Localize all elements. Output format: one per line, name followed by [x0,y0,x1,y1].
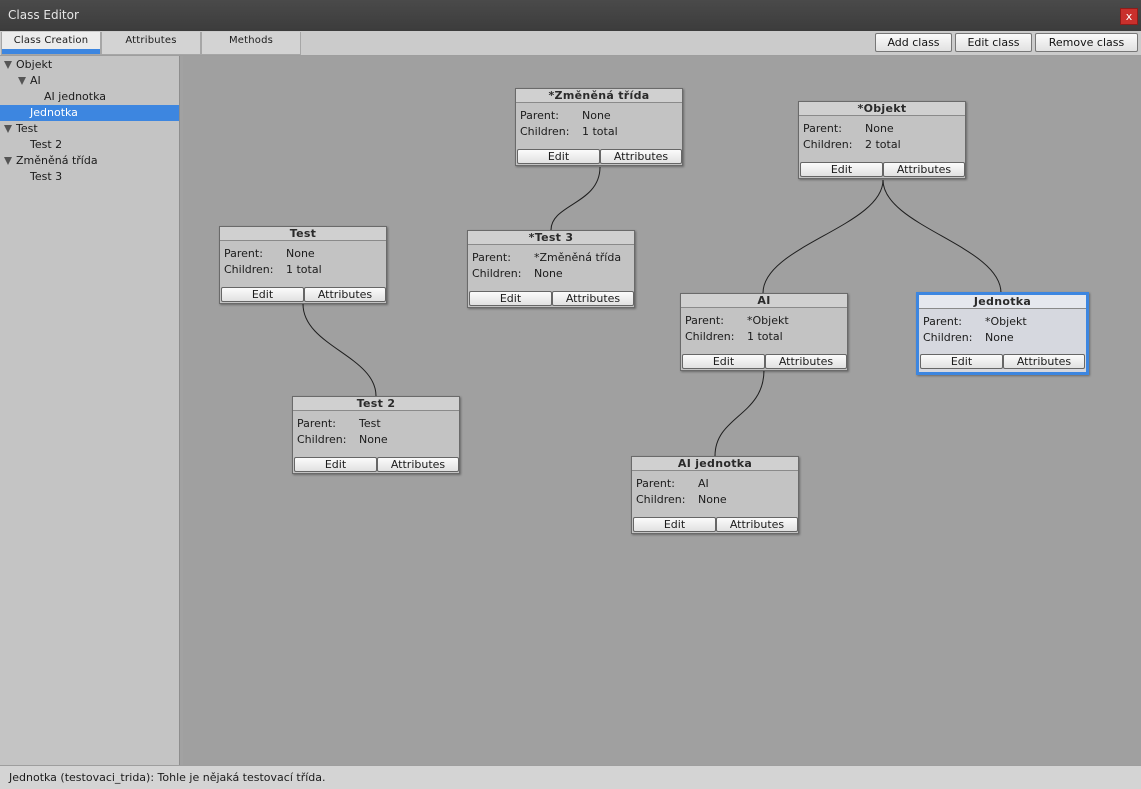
parent-value: AI [698,477,709,490]
children-value: 1 total [582,125,618,138]
node-attributes-button[interactable]: Attributes [552,291,634,306]
node-title: Jednotka [919,295,1086,309]
parent-value: *Objekt [747,314,789,327]
close-button[interactable]: x [1120,8,1138,25]
node-title: Test [220,227,386,241]
node-title: *Objekt [799,102,965,116]
tree-item-test-3[interactable]: Test 3 [30,170,63,183]
tree-item-zmenena-trida[interactable]: Změněná třída [0,153,179,169]
children-value: None [698,493,727,506]
node-attributes-button[interactable]: Attributes [765,354,847,369]
parent-label: Parent: [685,314,724,327]
remove-class-button[interactable]: Remove class [1035,33,1138,52]
node-edit-button[interactable]: Edit [517,149,600,164]
children-label: Children: [685,330,735,343]
class-node-test[interactable]: Test Parent: None Children: 1 total Edit A… [219,226,387,304]
class-graph-canvas[interactable]: *Změněná třída Parent: None Children: 1 to… [183,56,1141,765]
class-node-zmenena-trida[interactable]: *Změněná třída Parent: None Children: 1 to… [515,88,683,166]
class-node-jednotka[interactable]: Jednotka Parent: *Objekt Children: None Ed… [916,292,1089,375]
class-node-test-3[interactable]: *Test 3 Parent: *Změněná třída Children: N… [467,230,635,308]
node-edit-button[interactable]: Edit [633,517,716,532]
class-node-test-2[interactable]: Test 2 Parent: Test Children: None Edit At… [292,396,460,474]
tree-item-objekt[interactable]: Objekt [0,57,179,73]
children-label: Children: [520,125,570,138]
window-title: Class Editor [8,8,79,22]
tree-item-jednotka[interactable]: Jednotka [0,105,179,121]
node-edit-button[interactable]: Edit [682,354,765,369]
children-label: Children: [472,267,522,280]
parent-value: None [286,247,315,260]
tab-methods[interactable]: Methods [201,32,301,55]
children-label: Children: [297,433,347,446]
node-title: AI jednotka [632,457,798,471]
class-node-ai[interactable]: AI Parent:*Objekt Children:1 total Edit … [680,293,848,371]
children-value: None [359,433,388,446]
expanded-triangle-icon[interactable] [4,157,12,165]
node-edit-button[interactable]: Edit [920,354,1003,369]
parent-label: Parent: [224,247,263,260]
add-class-button[interactable]: Add class [875,33,952,52]
sidebar-splitter[interactable] [179,56,183,765]
node-edit-button[interactable]: Edit [800,162,883,177]
class-tree: Objekt AI AI jednotka Jednotka Test Test… [0,56,179,765]
parent-label: Parent: [472,251,511,264]
title-bar: Class Editor x [0,0,1141,31]
tab-class-creation[interactable]: Class Creation [1,32,101,55]
node-attributes-button[interactable]: Attributes [716,517,798,532]
node-edit-button[interactable]: Edit [221,287,304,302]
node-title: *Test 3 [468,231,634,245]
inheritance-links [302,166,1002,457]
link-objekt-ai [762,179,884,294]
children-value: None [985,331,1014,344]
children-label: Children: [803,138,853,151]
parent-label: Parent: [297,417,336,430]
parent-label: Parent: [636,477,675,490]
node-attributes-button[interactable]: Attributes [1003,354,1085,369]
node-attributes-button[interactable]: Attributes [377,457,459,472]
link-test-test2 [302,303,377,397]
link-objekt-jednotka [882,179,1002,294]
tree-item-ai[interactable]: AI [0,73,179,89]
node-attributes-button[interactable]: Attributes [883,162,965,177]
tree-item-test-2[interactable]: Test 2 [30,138,63,151]
node-title: AI [681,294,847,308]
expanded-triangle-icon[interactable] [4,125,12,133]
parent-value: None [865,122,894,135]
children-label: Children: [923,331,973,344]
link-ai-aijednotka [714,369,765,457]
expanded-triangle-icon[interactable] [4,61,12,69]
children-value: None [534,267,563,280]
class-node-ai-jednotka[interactable]: AI jednotka Parent: AI Children: None Edit… [631,456,799,534]
parent-value: *Změněná třída [534,251,622,264]
node-attributes-button[interactable]: Attributes [600,149,682,164]
tree-item-test[interactable]: Test [0,121,179,137]
node-edit-button[interactable]: Edit [469,291,552,306]
node-edit-button[interactable]: Edit [294,457,377,472]
node-attributes-button[interactable]: Attributes [304,287,386,302]
parent-value: None [582,109,611,122]
status-text: Jednotka (testovaci_trida): Tohle je něj… [9,771,326,784]
node-title: Test 2 [293,397,459,411]
children-value: 1 total [747,330,783,343]
class-node-objekt[interactable]: *Objekt Parent: None Children: 2 total Edi… [798,101,966,179]
parent-value: *Objekt [985,315,1027,328]
children-label: Children: [636,493,686,506]
parent-label: Parent: [520,109,559,122]
edit-class-button[interactable]: Edit class [955,33,1032,52]
toolbar: Class Creation Attributes Methods Add cl… [0,31,1141,56]
link-zmenena-test3 [550,166,601,231]
children-value: 2 total [865,138,901,151]
parent-value: Test [359,417,381,430]
expanded-triangle-icon[interactable] [18,77,26,85]
tree-item-ai-jednotka[interactable]: AI jednotka [44,90,107,103]
children-value: 1 total [286,263,322,276]
status-bar: Jednotka (testovaci_trida): Tohle je něj… [0,765,1141,789]
parent-label: Parent: [803,122,842,135]
node-title: *Změněná třída [516,89,682,103]
tab-attributes[interactable]: Attributes [101,32,201,55]
children-label: Children: [224,263,274,276]
parent-label: Parent: [923,315,962,328]
